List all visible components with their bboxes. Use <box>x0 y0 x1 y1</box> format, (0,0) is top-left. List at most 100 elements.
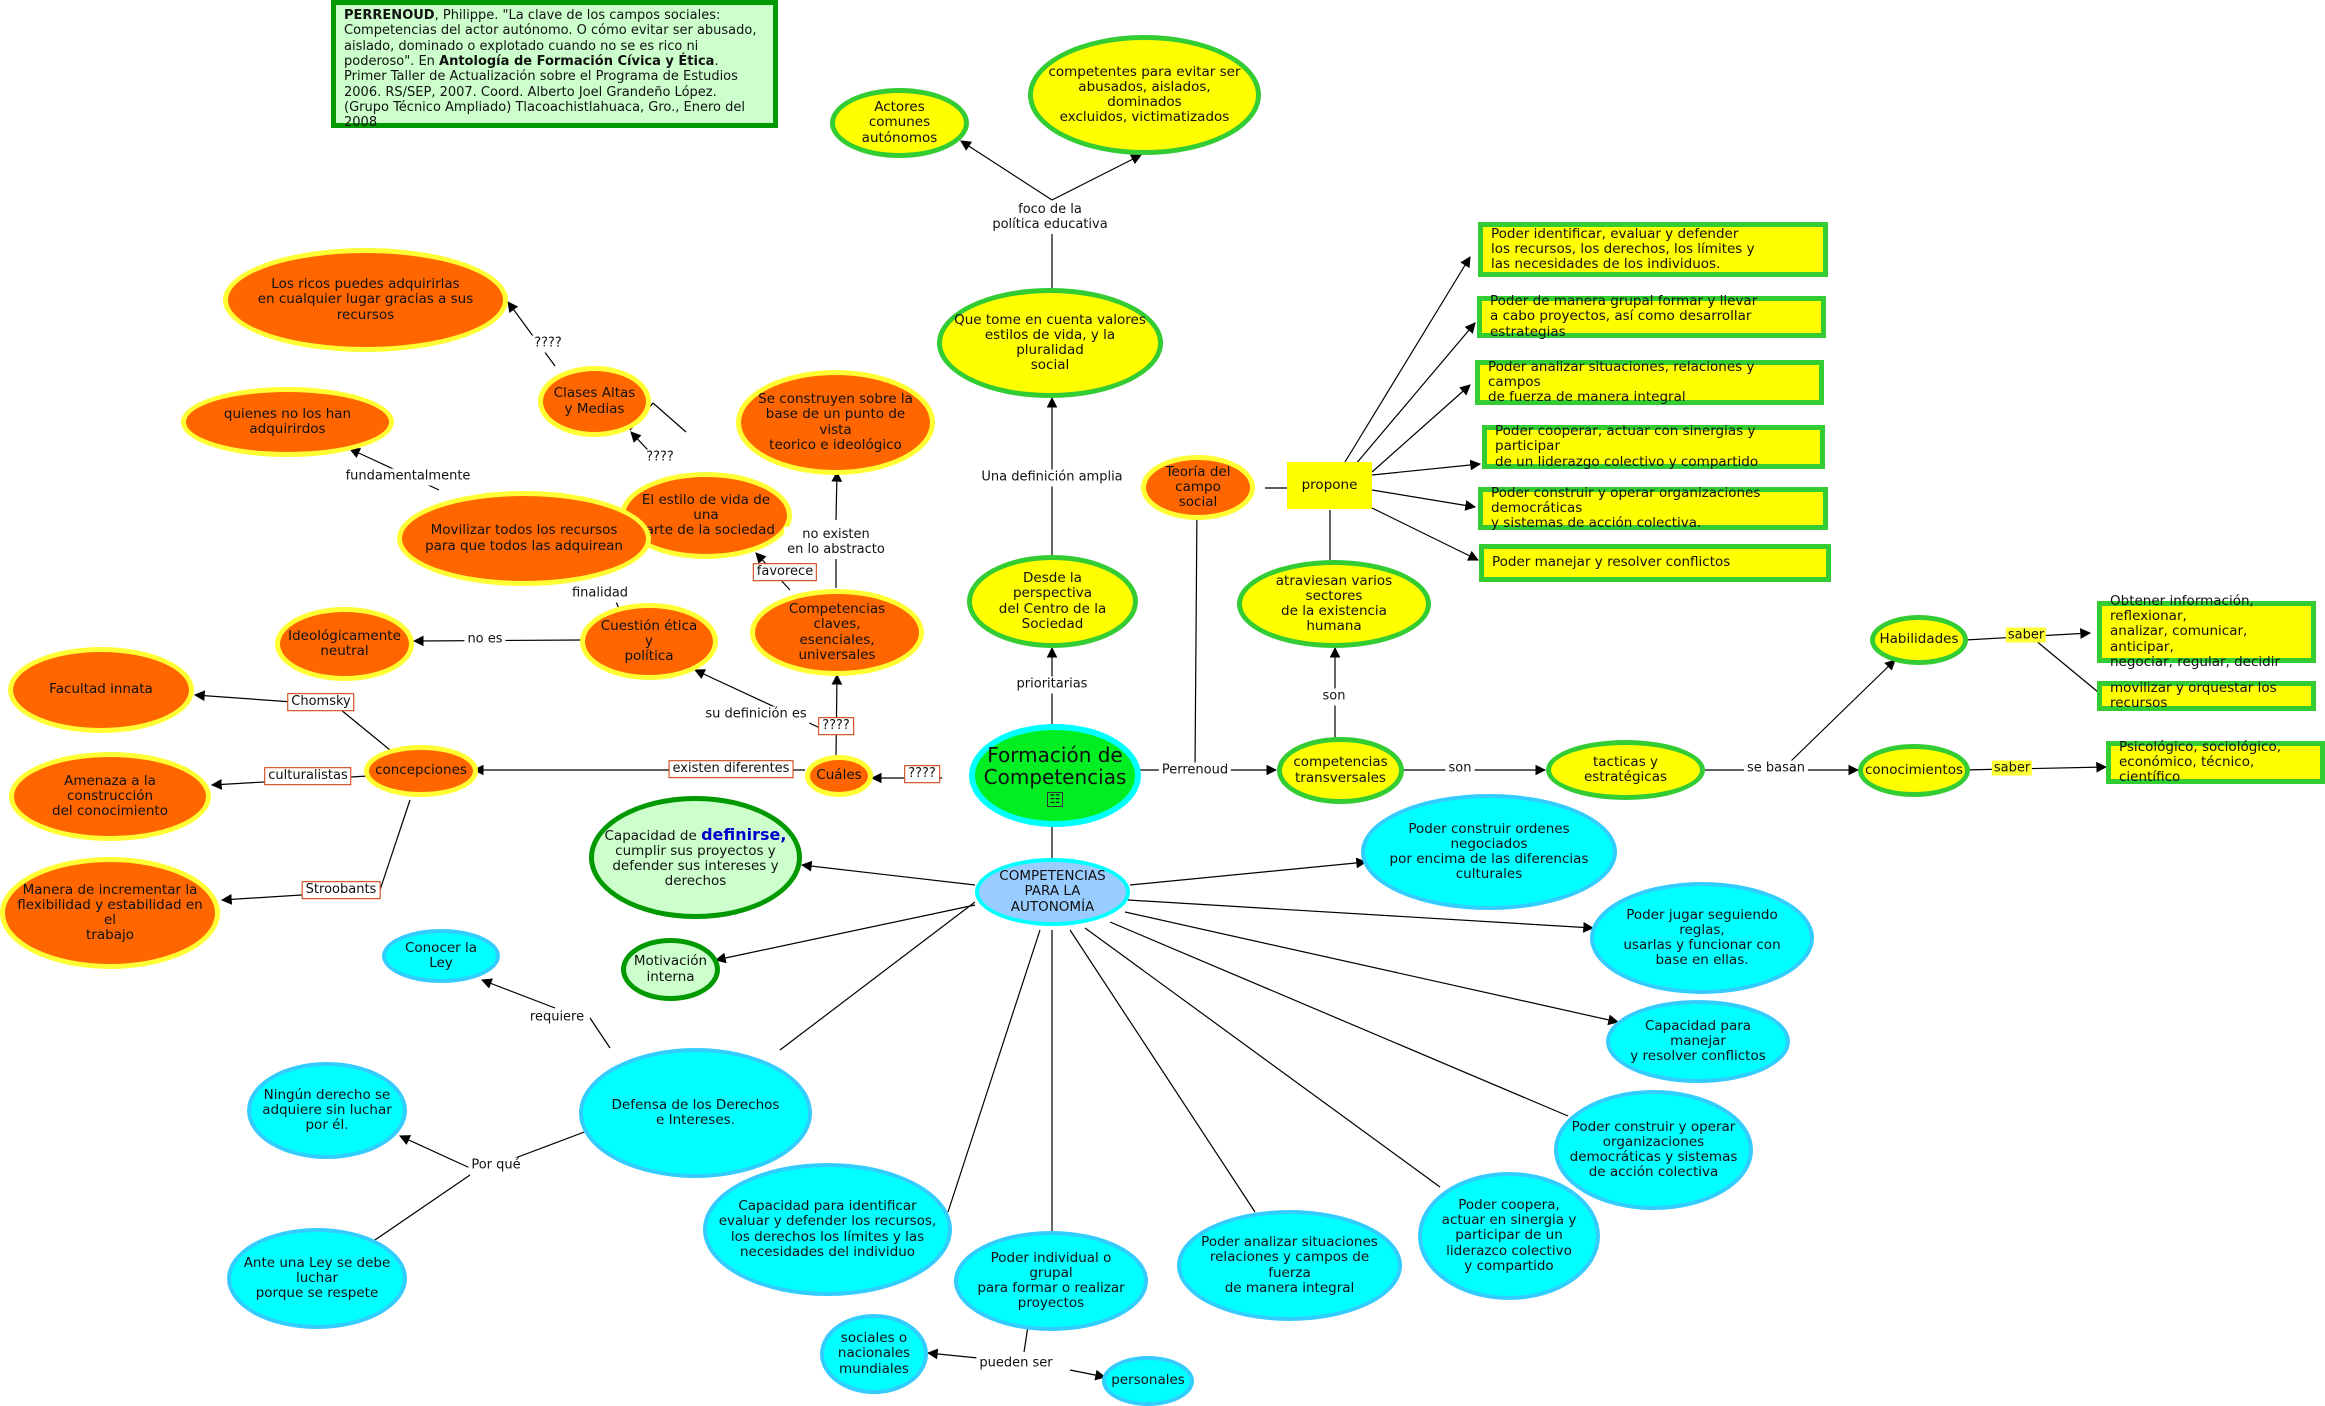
node-competencias-transversales[interactable]: competencias transversales <box>1277 737 1404 804</box>
node-estilo-vida[interactable]: El estilo de vida de una parte de la soc… <box>620 472 792 559</box>
node-tacticas-label: tacticas y estratégicas <box>1583 753 1668 785</box>
concept-map-icon[interactable]: ☷ <box>1046 792 1064 808</box>
node-desde-perspectiva[interactable]: Desde la perspectiva del Centro de la So… <box>967 555 1138 648</box>
capacidad-definirse-pre: Capacidad de <box>604 827 702 844</box>
node-movilizar-orquestar[interactable]: movilizar y orquestar los recursos <box>2097 679 2316 711</box>
node-actores-comunes[interactable]: Actores comunes autónomos <box>830 88 969 158</box>
node-cap-manejar-label: Capacidad para manejar y resolver confli… <box>1630 1017 1766 1065</box>
node-poder-coopera[interactable]: Poder coopera, actuar en sinergia y part… <box>1418 1172 1600 1300</box>
link-label-fundamentalmente: fundamentalmente <box>342 468 474 486</box>
node-propone[interactable]: propone <box>1287 462 1372 509</box>
node-conocer-label: Conocer la Ley <box>404 939 478 971</box>
link-label-pueden-ser: pueden ser <box>976 1355 1056 1373</box>
node-teoria-campo-social[interactable]: Teoría del campo social <box>1141 455 1255 520</box>
node-psicologico[interactable]: Psicológico, sociológico, económico, téc… <box>2106 739 2325 785</box>
node-teoria-label: Teoría del campo social <box>1165 463 1231 511</box>
node-sociales-nacionales[interactable]: sociales o nacionales mundiales <box>820 1314 928 1394</box>
node-amenaza[interactable]: Amenaza a la construcción del conocimien… <box>9 752 211 841</box>
citation-box: PERRENOUD, Philippe. "La clave de los ca… <box>331 0 778 130</box>
link-label-finalidad: finalidad <box>568 585 632 603</box>
node-p6-label: Poder manejar y resolver conflictos <box>1492 554 1731 571</box>
node-p2-label: Poder de manera grupal formar y llevar a… <box>1490 293 1758 340</box>
link-label-favorece: favorece <box>752 563 818 581</box>
link-label-no-existen: no existen en lo abstracto <box>784 527 888 559</box>
node-construir-org-label: Poder construir y operar organizaciones … <box>1569 1118 1738 1181</box>
node-facultad-innata[interactable]: Facultad innata <box>8 647 194 733</box>
node-habilidades[interactable]: Habilidades <box>1870 615 1968 665</box>
citation-anthology: Antología de Formación Cívica y Ética <box>439 53 715 69</box>
node-poder-construir-box[interactable]: Poder construir y operar organizaciones … <box>1478 485 1828 531</box>
node-poder-manejar-box[interactable]: Poder manejar y resolver conflictos <box>1479 544 1831 582</box>
node-manera-incrementar[interactable]: Manera de incrementar la flexibilidad y … <box>0 857 220 969</box>
node-quienes-no[interactable]: quienes no los han adquirirdos <box>181 387 394 457</box>
link-label-saber-1: saber <box>2005 627 2047 643</box>
node-p4-label: Poder cooperar, actuar con sinergias y p… <box>1495 423 1759 470</box>
link-label-una-definicion: Una definición amplia <box>978 469 1126 487</box>
node-capacidad-identificar[interactable]: Capacidad para identificar evaluar y def… <box>703 1163 952 1296</box>
node-poder-identificar[interactable]: Poder identificar, evaluar y defender lo… <box>1478 222 1828 277</box>
node-obtener-informacion[interactable]: Obtener información, reflexionar, analiz… <box>2097 594 2316 669</box>
node-conocimientos-label: conocimientos <box>1864 761 1964 778</box>
node-poder-construir-org[interactable]: Poder construir y operar organizaciones … <box>1554 1090 1753 1210</box>
node-claves-label: Competencias claves, esenciales, univers… <box>788 601 886 663</box>
node-facultad-label: Facultad innata <box>49 681 153 698</box>
node-poder-ordenes[interactable]: Poder construir ordenes negociados por e… <box>1361 794 1617 910</box>
link-label-prioritarias: prioritarias <box>1013 676 1091 694</box>
capacidad-definirse-post: cumplir sus proyectos y defender sus int… <box>612 842 779 890</box>
node-cuestion-etica[interactable]: Cuestión ética y política <box>580 603 718 680</box>
node-cap-ident-label: Capacidad para identificar evaluar y def… <box>718 1198 937 1260</box>
node-habilidades-label: Habilidades <box>1879 631 1959 648</box>
node-capacidad-manejar[interactable]: Capacidad para manejar y resolver confli… <box>1606 1000 1790 1083</box>
node-personales-label: personales <box>1111 1372 1185 1389</box>
node-ningun-label: Ningún derecho se adquiere sin luchar po… <box>262 1086 392 1134</box>
node-obtener-label: Obtener información, reflexionar, analiz… <box>2110 593 2281 670</box>
node-ricos-label: Los ricos puedes adquirirlas en cualquie… <box>257 276 474 323</box>
node-atraviesan[interactable]: atraviesan varios sectores de la existen… <box>1237 560 1431 648</box>
node-competencias-autonomia[interactable]: COMPETENCIAS PARA LA AUTONOMÍA <box>975 858 1130 926</box>
node-poder-analizar[interactable]: Poder analizar situaciones relaciones y … <box>1177 1210 1402 1321</box>
node-defensa-derechos[interactable]: Defensa de los Derechos e Intereses. <box>579 1048 812 1178</box>
node-ante-una-ley[interactable]: Ante una Ley se debe luchar porque se re… <box>227 1228 407 1329</box>
node-motivacion-label: Motivación interna <box>633 953 708 985</box>
node-se-construyen[interactable]: Se construyen sobre la base de un punto … <box>736 370 935 475</box>
node-personales[interactable]: personales <box>1102 1356 1194 1406</box>
node-estilo-label: El estilo de vida de una parte de la soc… <box>637 491 775 539</box>
node-ideologicamente-neutral[interactable]: Ideológicamente neutral <box>275 607 414 681</box>
node-movilizar-todos[interactable]: Movilizar todos los recursos para que to… <box>397 491 651 586</box>
node-tacticas[interactable]: tacticas y estratégicas <box>1546 740 1705 800</box>
node-manera-label: Manera de incrementar la flexibilidad y … <box>17 881 203 944</box>
node-competentes-label: competentes para evitar ser abusados, ai… <box>1048 63 1241 126</box>
node-competentes[interactable]: competentes para evitar ser abusados, ai… <box>1028 35 1261 155</box>
link-label-perrenoud: Perrenoud <box>1158 762 1232 780</box>
node-poder-grupal[interactable]: Poder de manera grupal formar y llevar a… <box>1477 293 1826 340</box>
node-poder-cooperar-box[interactable]: Poder cooperar, actuar con sinergias y p… <box>1482 423 1825 470</box>
node-que-tome[interactable]: Que tome en cuenta valores estilos de vi… <box>937 288 1163 398</box>
node-los-ricos[interactable]: Los ricos puedes adquirirlas en cualquie… <box>223 248 508 352</box>
node-conocimientos[interactable]: conocimientos <box>1858 744 1970 797</box>
link-label-saber-2: saber <box>1991 760 2033 776</box>
node-formacion-competencias[interactable]: Formación de Competencias ☷ <box>969 724 1141 827</box>
node-poder-ind-label: Poder individual o grupal para formar o … <box>977 1249 1125 1312</box>
link-label-stroobants: Stroobants <box>301 881 381 899</box>
node-p3-label: Poder analizar situaciones, relaciones y… <box>1488 358 1755 406</box>
node-poder-individual[interactable]: Poder individual o grupal para formar o … <box>954 1231 1148 1331</box>
node-poder-analizar-box[interactable]: Poder analizar situaciones, relaciones y… <box>1475 358 1824 406</box>
node-capacidad-definirse[interactable]: Capacidad de definirse, cumplir sus proy… <box>589 796 802 919</box>
node-capacidad-definirse-label: Capacidad de definirse, cumplir sus proy… <box>604 825 787 890</box>
node-analizar-label: Poder analizar situaciones relaciones y … <box>1201 1234 1378 1296</box>
node-concepciones[interactable]: concepciones <box>364 745 478 797</box>
citation-author: PERRENOUD <box>344 8 435 23</box>
link-label-culturalistas: culturalistas <box>264 767 352 785</box>
node-cuales-label: Cuáles <box>816 767 862 784</box>
node-poder-jugar[interactable]: Poder jugar seguiendo reglas, usarlas y … <box>1590 882 1814 994</box>
node-movilizar-orq-label: movilizar y orquestar los recursos <box>2110 679 2277 711</box>
node-jugar-label: Poder jugar seguiendo reglas, usarlas y … <box>1623 906 1781 969</box>
node-p1-label: Poder identificar, evaluar y defender lo… <box>1491 225 1755 273</box>
node-competencias-claves[interactable]: Competencias claves, esenciales, univers… <box>750 589 924 676</box>
node-conocer-ley[interactable]: Conocer la Ley <box>382 929 500 983</box>
node-ningun-derecho[interactable]: Ningún derecho se adquiere sin luchar po… <box>247 1062 407 1159</box>
citation-text-1: , Philippe. "La clave de los campos soci… <box>344 8 757 69</box>
node-cuales[interactable]: Cuáles <box>805 755 873 797</box>
node-motivacion-interna[interactable]: Motivación interna <box>621 938 720 1001</box>
node-clases-altas[interactable]: Clases Altas y Medias <box>538 366 651 437</box>
